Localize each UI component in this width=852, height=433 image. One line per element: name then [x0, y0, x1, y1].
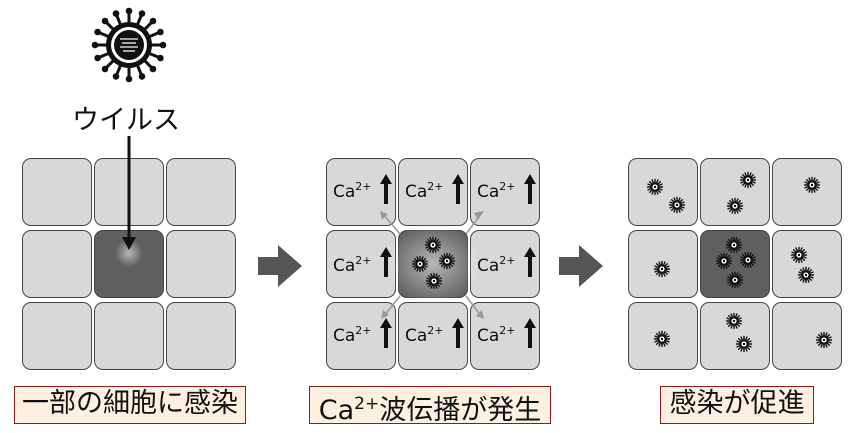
- up-arrow-icon: [380, 247, 392, 277]
- cell: [166, 230, 236, 298]
- caption-rest: 波伝播が発生: [379, 395, 542, 426]
- up-arrow-icon: [524, 318, 536, 348]
- virus-icon: [815, 331, 833, 349]
- virus-icon: [739, 171, 757, 189]
- cell: [166, 158, 236, 226]
- virus-icon: [735, 335, 753, 353]
- up-arrow-icon: [452, 174, 464, 204]
- transition-arrow-1: [258, 245, 302, 287]
- cell: [22, 158, 92, 226]
- up-arrow-icon: [524, 174, 536, 204]
- virus-cluster-panel3: [646, 171, 833, 353]
- virus-label: ウイルス: [72, 105, 180, 136]
- virus-icon: [715, 252, 733, 270]
- virus-icon: [653, 330, 671, 348]
- caption-panel2: Ca2+波伝播が発生: [309, 386, 551, 426]
- infection-arrow: [115, 136, 143, 267]
- ca-ion-label: Ca2+: [333, 254, 372, 276]
- ca-ion-label: Ca2+: [477, 324, 516, 346]
- caption-ca: Ca: [318, 395, 355, 426]
- ca-ion-label: Ca2+: [477, 254, 516, 276]
- cell: [772, 302, 842, 370]
- up-arrow-icon: [380, 174, 392, 204]
- calcium-wave-glow: [380, 211, 484, 319]
- virus-icon: [425, 272, 443, 290]
- up-arrow-icon: [452, 318, 464, 348]
- calcium-increase-arrows: [380, 174, 536, 348]
- cell: [22, 302, 92, 370]
- virus-icon: [91, 7, 167, 83]
- virus-icon: [803, 176, 821, 194]
- ca-ion-label: Ca2+: [333, 324, 372, 346]
- up-arrow-icon: [380, 318, 392, 348]
- caption-ca-sup: 2+: [354, 394, 380, 414]
- virus-icon: [725, 236, 743, 254]
- virus-icon: [668, 196, 686, 214]
- virus-icon: [411, 255, 429, 273]
- cell: [700, 302, 770, 370]
- cell: [22, 230, 92, 298]
- transition-arrow-2: [559, 245, 603, 287]
- cell: [700, 158, 770, 226]
- cell: [628, 230, 698, 298]
- virus-icon: [725, 312, 743, 330]
- cell: [94, 302, 164, 370]
- virus-icon: [424, 236, 442, 254]
- ca-ion-label: Ca2+: [333, 180, 372, 202]
- cell: [628, 158, 698, 226]
- cell: [772, 158, 842, 226]
- virus-icon: [797, 266, 815, 284]
- ca-ion-label: Ca2+: [477, 180, 516, 202]
- caption-panel1: 一部の細胞に感染: [14, 386, 246, 424]
- caption-panel3: 感染が促進: [660, 386, 814, 424]
- virus-icon: [726, 197, 744, 215]
- ca-ion-label: Ca2+: [405, 180, 444, 202]
- ca-ion-label: Ca2+: [405, 324, 444, 346]
- virus-icon: [790, 246, 808, 264]
- up-arrow-icon: [524, 247, 536, 277]
- virus-icon: [726, 271, 744, 289]
- virus-icon: [653, 260, 671, 278]
- cell: [628, 302, 698, 370]
- virus-icon: [438, 252, 456, 270]
- virus-icon: [646, 178, 664, 196]
- cell: [772, 230, 842, 298]
- virus-icon: [739, 251, 757, 269]
- cell: [166, 302, 236, 370]
